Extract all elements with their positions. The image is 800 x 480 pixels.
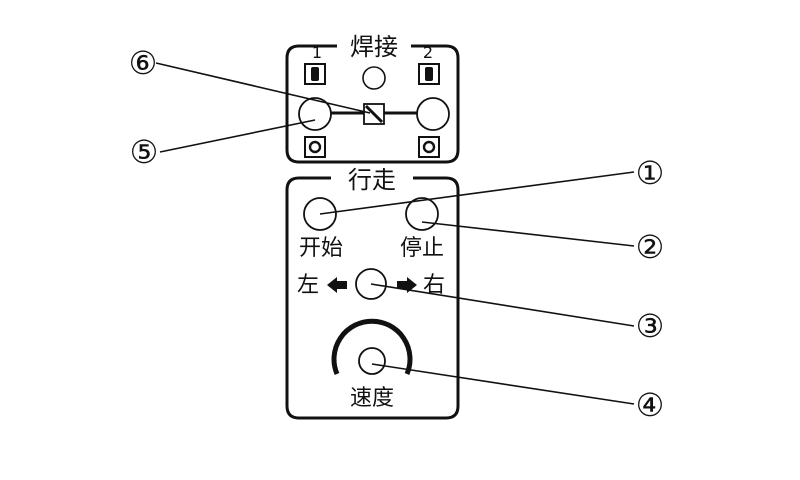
callout-3: ③ [636,307,665,345]
callout-4: ④ [636,386,665,424]
leader-line-2 [421,221,635,247]
callout-1: ① [636,154,665,192]
welding-center-button[interactable] [362,66,386,90]
speed-label: 速度 [350,386,394,411]
leader-line-5 [159,119,316,153]
switch-position-1-label: 1 [312,43,322,62]
leader-line-6 [155,62,371,114]
leader-line-3 [370,283,635,327]
welding-button-right[interactable] [416,97,450,131]
left-arrow-icon [327,277,347,293]
callout-6: ⑥ [129,44,158,82]
left-label: 左 [297,273,319,298]
callout-5: ⑤ [130,133,159,171]
leader-line-1 [319,171,635,215]
stop-button[interactable] [405,197,439,231]
switch-position-2-label: 2 [423,43,433,62]
callouts: ⑥ ⑤ ① ② ③ ④ [129,44,665,424]
speed-knob[interactable] [358,347,386,375]
welding-panel-title: 焊接 [350,33,398,61]
welding-selector-switch[interactable] [298,97,450,131]
terminal-left [304,136,326,158]
callout-2: ② [636,228,665,266]
indicator-lamp-2 [418,63,440,85]
start-label: 开始 [299,236,343,261]
speed-dial-arc [331,318,413,375]
travel-panel: 行走 开始 停止 左 右 速度 [285,166,460,420]
welding-panel-frame [285,44,460,164]
indicator-lamp-1 [304,63,326,85]
welding-panel: 焊接 1 2 [285,33,460,164]
travel-panel-frame [285,176,460,420]
terminal-right [418,136,440,158]
leader-line-4 [371,363,635,405]
right-label: 右 [423,273,445,298]
stop-label: 停止 [400,236,444,261]
travel-panel-title: 行走 [348,166,396,194]
